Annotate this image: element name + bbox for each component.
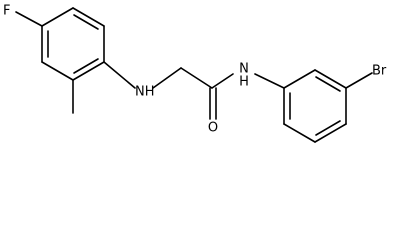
bond-ring2-inner-1 — [315, 76, 341, 92]
bond-n-ring2 — [254, 73, 285, 89]
bond-ring2-5 — [283, 123, 316, 143]
atom-label-amine-nh: NH — [135, 85, 155, 100]
bond-ring1-nh — [103, 61, 136, 89]
atom-labels: F NH O N H Br — [3, 4, 387, 136]
bond-ring1-1 — [72, 7, 105, 27]
bond-ring1-inner-1 — [73, 14, 99, 30]
atom-label-amide-hydrogen: H — [239, 75, 249, 90]
atom-label-fluorine: F — [3, 4, 10, 19]
bond-ring2-1 — [283, 69, 316, 89]
atom-label-amide-nitrogen: N — [239, 62, 249, 77]
bond-ring1-3 — [72, 61, 105, 81]
bond-c-f — [15, 11, 43, 27]
bond-co-n — [211, 73, 234, 89]
bond-ring1-inner-2 — [73, 58, 99, 74]
bond-ring1-4 — [41, 61, 74, 81]
bond-ring1-6 — [41, 7, 74, 27]
bond-nh-ch2 — [152, 67, 182, 89]
bond-ring2-inner-2 — [315, 120, 341, 136]
bond-ch2-co — [180, 67, 213, 89]
structure-diagram: F NH O N H Br — [3, 4, 387, 143]
atom-label-bromine: Br — [372, 64, 387, 79]
bonds — [15, 7, 373, 143]
bond-c-br — [345, 72, 373, 89]
bond-ring2-2 — [314, 69, 347, 89]
atom-label-carbonyl-oxygen: O — [208, 121, 218, 136]
bond-ring2-4 — [314, 123, 347, 143]
